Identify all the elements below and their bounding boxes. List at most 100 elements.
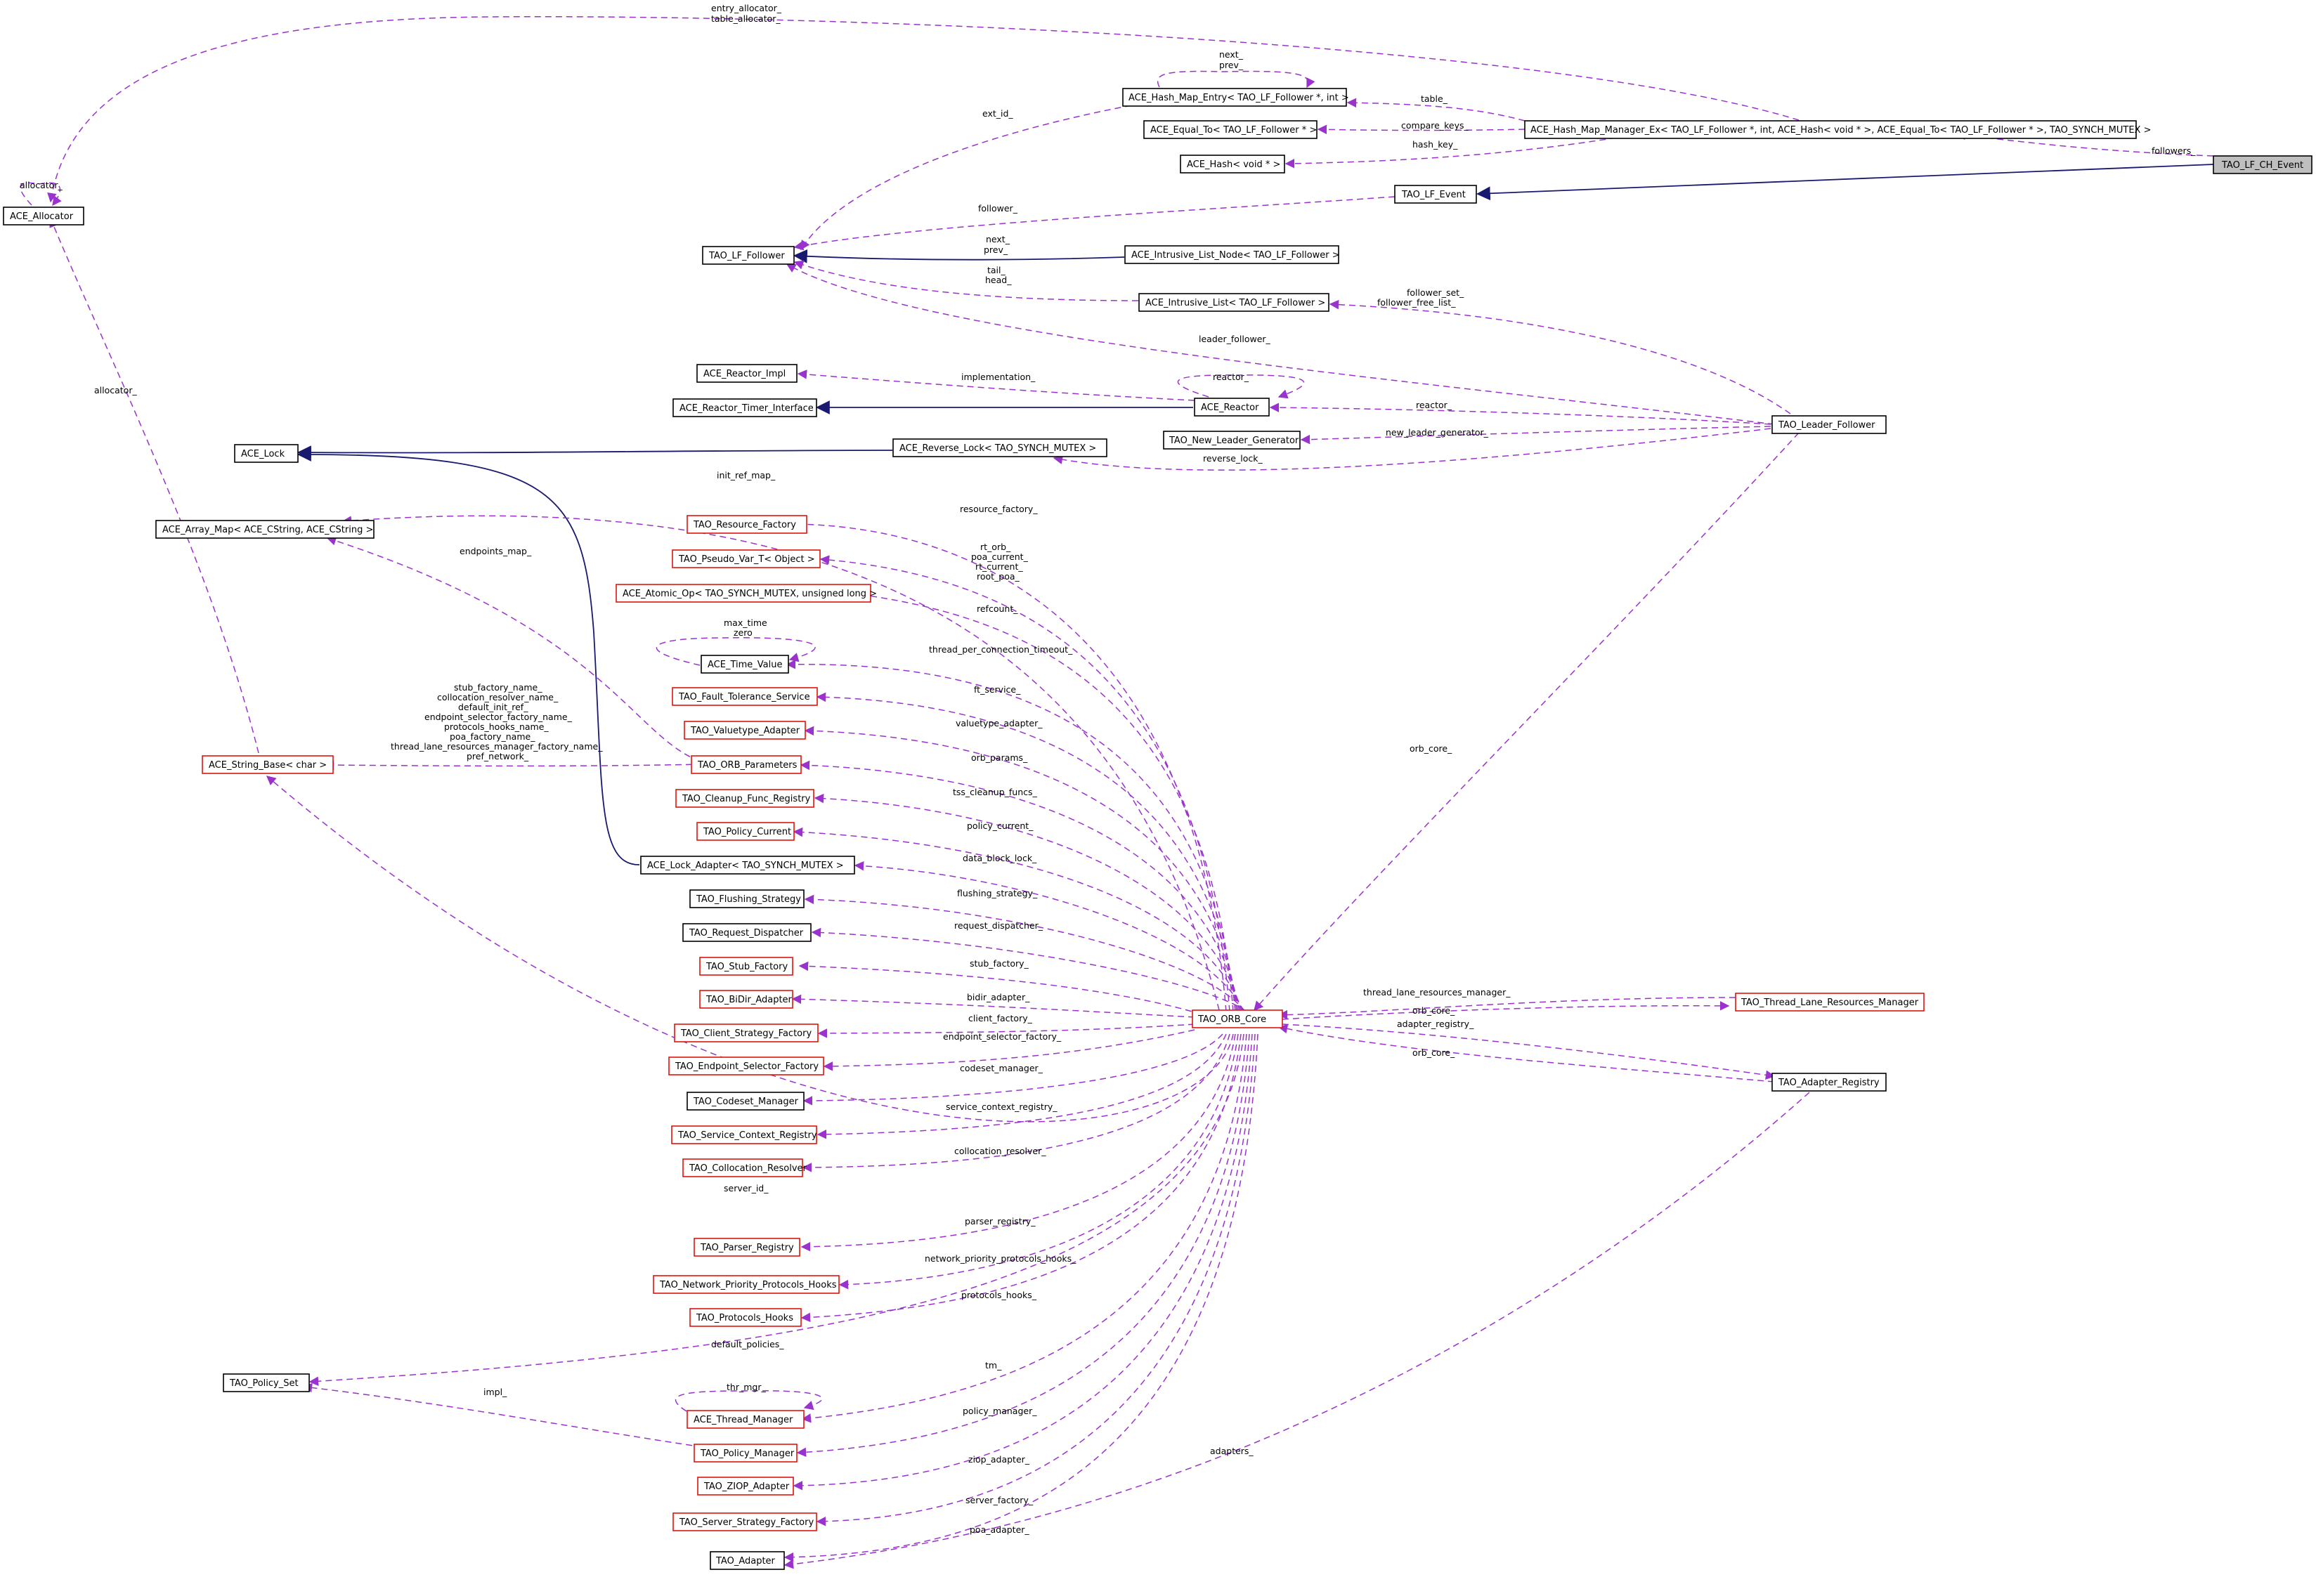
edge-label: impl_	[483, 1387, 507, 1397]
edge-label: orb_core_	[1410, 743, 1452, 754]
edge-label: adapters_	[1210, 1446, 1254, 1456]
svg-text:TAO_Server_Strategy_Factory: TAO_Server_Strategy_Factory	[679, 1517, 814, 1528]
node-reverse-lock[interactable]: ACE_Reverse_Lock< TAO_SYNCH_MUTEX >	[892, 438, 1107, 457]
node-adapter-registry[interactable]: TAO_Adapter_Registry	[1771, 1073, 1887, 1092]
edge-label: refcount_	[977, 603, 1018, 614]
node-ace-hash[interactable]: ACE_Hash< void * >	[1180, 155, 1285, 174]
svg-text:ACE_Equal_To< TAO_LF_Follower: ACE_Equal_To< TAO_LF_Follower * >	[1150, 125, 1317, 136]
node-protocols-hooks[interactable]: TAO_Protocols_Hooks	[689, 1308, 802, 1327]
node-intrusive-list-node[interactable]: ACE_Intrusive_List_Node< TAO_LF_Follower…	[1124, 245, 1340, 264]
edge-label: thread_lane_resources_manager_factory_na…	[391, 741, 603, 752]
edge-orb-core-ar	[1277, 1023, 1775, 1082]
edges	[20, 15, 2214, 1569]
node-endpoint-selector-factory[interactable]: TAO_Endpoint_Selector_Factory	[668, 1057, 824, 1075]
svg-text:TAO_ORB_Core: TAO_ORB_Core	[1197, 1014, 1266, 1025]
node-thread-manager[interactable]: ACE_Thread_Manager	[687, 1410, 805, 1429]
edge-label: client_factory_	[968, 1013, 1033, 1023]
edge-label: leader_follower_	[1199, 334, 1271, 344]
edge-reactor-self	[1177, 374, 1305, 399]
svg-text:TAO_LF_Follower: TAO_LF_Follower	[708, 251, 785, 261]
node-tao-lf-ch-event[interactable]: TAO_LF_CH_Event	[2213, 155, 2312, 174]
node-valuetype-adapter[interactable]: TAO_Valuetype_Adapter	[684, 721, 806, 740]
node-cleanup-func-registry[interactable]: TAO_Cleanup_Func_Registry	[675, 789, 814, 808]
node-tao-adapter[interactable]: TAO_Adapter	[710, 1551, 785, 1570]
edge-label: compare_keys_	[1401, 120, 1469, 131]
node-parser-registry[interactable]: TAO_Parser_Registry	[694, 1238, 800, 1257]
node-intrusive-list[interactable]: ACE_Intrusive_List< TAO_LF_Follower >	[1138, 293, 1329, 312]
node-request-dispatcher[interactable]: TAO_Request_Dispatcher	[682, 923, 812, 942]
node-policy-manager[interactable]: TAO_Policy_Manager	[694, 1444, 798, 1463]
edge-label: tm_	[985, 1360, 1002, 1371]
node-ace-allocator[interactable]: ACE_Allocator	[3, 207, 84, 225]
edge-label: bidir_adapter_	[967, 992, 1030, 1002]
node-array-map[interactable]: ACE_Array_Map< ACE_CString, ACE_CString …	[155, 520, 375, 539]
node-ace-lock[interactable]: ACE_Lock	[234, 444, 299, 463]
node-orb-parameters[interactable]: TAO_ORB_Parameters	[691, 755, 802, 774]
edge-reverse-lock-acelock	[297, 445, 893, 460]
edge-implementation	[797, 369, 1195, 401]
node-tao-lf-follower[interactable]: TAO_LF_Follower	[702, 246, 795, 265]
edge-follower-set	[1329, 299, 1800, 421]
node-stub-factory[interactable]: TAO_Stub_Factory	[699, 957, 793, 976]
node-equal-to[interactable]: ACE_Equal_To< TAO_LF_Follower * >	[1143, 120, 1318, 139]
edge-label: poa_current_	[971, 551, 1029, 562]
edge-label: service_context_registry_	[946, 1101, 1058, 1112]
node-resource-factory[interactable]: TAO_Resource_Factory	[687, 515, 807, 534]
node-flushing-strategy[interactable]: TAO_Flushing_Strategy	[689, 889, 805, 908]
svg-text:TAO_Leader_Follower: TAO_Leader_Follower	[1778, 420, 1875, 431]
edge-label: endpoints_map_	[460, 546, 532, 556]
edge-label: pref_network_	[467, 751, 529, 761]
edge-orb-core-lf	[1254, 432, 1800, 1012]
node-lock-adapter[interactable]: ACE_Lock_Adapter< TAO_SYNCH_MUTEX >	[640, 856, 855, 875]
node-hash-map-entry[interactable]: ACE_Hash_Map_Entry< TAO_LF_Follower *, i…	[1122, 88, 1349, 107]
svg-text:ACE_Reactor: ACE_Reactor	[1201, 403, 1259, 413]
edge-label: endpoint_selector_factory_name_	[424, 712, 573, 722]
edge-label: next_	[986, 234, 1010, 244]
node-network-priority-hooks[interactable]: TAO_Network_Priority_Protocols_Hooks	[653, 1275, 840, 1294]
node-atomic-op[interactable]: ACE_Atomic_Op< TAO_SYNCH_MUTEX, unsigned…	[616, 584, 877, 603]
node-hash-map-manager[interactable]: ACE_Hash_Map_Manager_Ex< TAO_LF_Follower…	[1524, 120, 2151, 139]
svg-text:TAO_Policy_Set: TAO_Policy_Set	[229, 1378, 299, 1389]
svg-text:TAO_Cleanup_Func_Registry: TAO_Cleanup_Func_Registry	[682, 794, 811, 804]
svg-text:TAO_Policy_Current: TAO_Policy_Current	[703, 827, 791, 837]
node-string-base[interactable]: ACE_String_Base< char >	[202, 755, 334, 774]
node-thread-lane-rm[interactable]: TAO_Thread_Lane_Resources_Manager	[1735, 993, 1925, 1012]
node-reactor-impl[interactable]: ACE_Reactor_Impl	[696, 364, 798, 383]
svg-text:TAO_Client_Strategy_Factory: TAO_Client_Strategy_Factory	[680, 1028, 812, 1039]
edge-label: default_policies_	[711, 1339, 784, 1349]
node-bidir-adapter[interactable]: TAO_BiDir_Adapter	[699, 990, 793, 1009]
node-reactor-timer-interface[interactable]: ACE_Reactor_Timer_Interface	[672, 398, 817, 417]
edge-label: poa_adapter_	[970, 1524, 1029, 1535]
svg-text:TAO_ZIOP_Adapter: TAO_ZIOP_Adapter	[703, 1481, 790, 1492]
edge-labels: entry_allocator_ table_allocator_ alloca…	[20, 3, 2196, 1535]
node-ziop-adapter[interactable]: TAO_ZIOP_Adapter	[697, 1477, 794, 1496]
edge-chevent-lfevent	[1476, 164, 2214, 201]
edge-compare-keys	[1317, 124, 1525, 135]
edge-label: entry_allocator_	[711, 3, 782, 13]
node-new-leader-generator[interactable]: TAO_New_Leader_Generator	[1163, 431, 1301, 450]
edge-string-params	[324, 760, 703, 770]
edge-reverse-lock	[1053, 428, 1771, 471]
node-policy-current[interactable]: TAO_Policy_Current	[696, 822, 795, 841]
edge-label: collocation_resolver_	[954, 1146, 1046, 1156]
node-fault-tolerance[interactable]: TAO_Fault_Tolerance_Service	[672, 687, 818, 706]
node-leader-follower[interactable]: TAO_Leader_Follower	[1771, 415, 1887, 434]
node-time-value[interactable]: ACE_Time_Value	[701, 655, 789, 674]
edge-init-ref-map	[341, 515, 1220, 1011]
node-collocation-resolver[interactable]: TAO_Collocation_Resolver	[682, 1158, 807, 1177]
node-orb-core[interactable]: TAO_ORB_Core	[1192, 1009, 1283, 1028]
node-tao-lf-event[interactable]: TAO_LF_Event	[1394, 185, 1477, 204]
edge-label: rt_current_	[975, 561, 1023, 572]
node-policy-set[interactable]: TAO_Policy_Set	[223, 1373, 310, 1392]
node-client-strategy-factory[interactable]: TAO_Client_Strategy_Factory	[674, 1023, 819, 1042]
edge-orb-core-tlrm	[1282, 1001, 1730, 1020]
node-service-context-registry[interactable]: TAO_Service_Context_Registry	[671, 1125, 817, 1144]
orb-core-edges	[266, 519, 1810, 1569]
node-codeset-manager[interactable]: TAO_Codeset_Manager	[687, 1092, 805, 1111]
edge-label: collocation_resolver_name_	[437, 692, 559, 702]
node-ace-reactor[interactable]: ACE_Reactor	[1194, 398, 1270, 417]
edge-label: stub_factory_	[970, 958, 1029, 969]
node-pseudo-var[interactable]: TAO_Pseudo_Var_T< Object >	[672, 549, 821, 568]
node-server-strategy-factory[interactable]: TAO_Server_Strategy_Factory	[672, 1512, 817, 1531]
